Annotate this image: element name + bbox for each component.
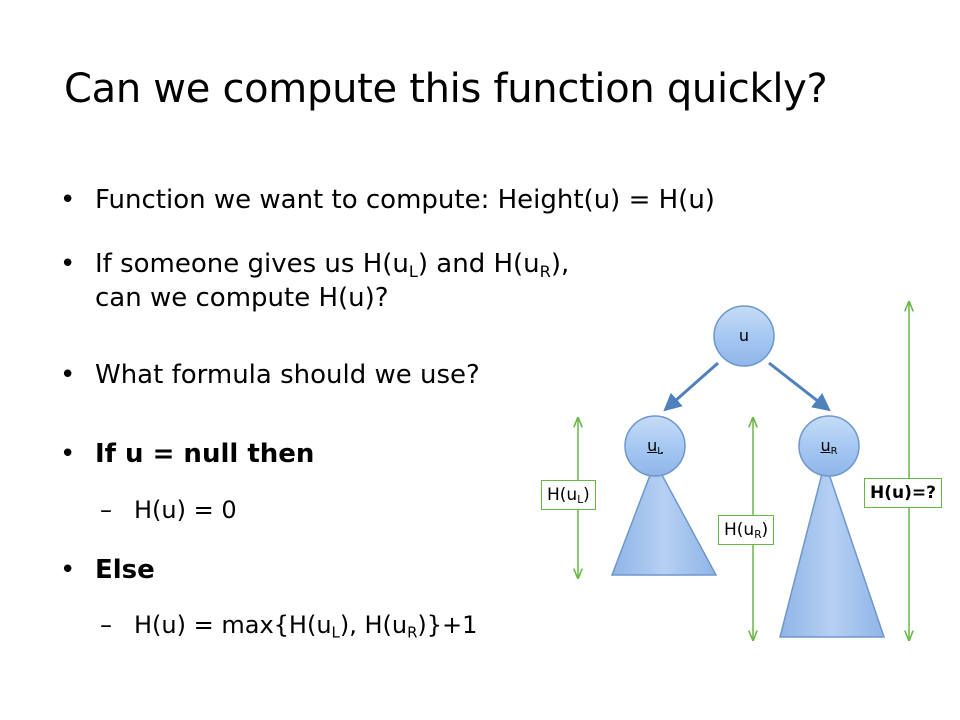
slide-title: Can we compute this function quickly?: [64, 66, 828, 112]
height-total-label: H(u)=?: [864, 478, 942, 508]
root-node: [713, 305, 775, 367]
bullet-formula-text: What formula should we use?: [95, 360, 480, 390]
bullet-function-text: Function we want to compute: Height(u) =…: [95, 185, 715, 215]
edge-root-left: [663, 361, 719, 412]
bullet-someone-gives-line2: can we compute H(u)?: [95, 283, 389, 313]
dash-marker: –: [100, 496, 112, 524]
bullet-if-null: • If u = null then: [60, 437, 314, 471]
left-child-node: [624, 415, 686, 477]
sub-bullet-h-max-text: H(u) = max{H(uL), H(uR)}+1: [134, 611, 478, 642]
bullet-else-text: Else: [95, 555, 155, 585]
bullet-dot: •: [60, 360, 76, 390]
bullet-dot: •: [60, 249, 76, 279]
bullet-someone-gives-line1: If someone gives us H(uL) and H(uR),: [95, 249, 570, 281]
bullet-else: • Else: [60, 553, 155, 587]
bullet-dot: •: [60, 555, 76, 585]
right-subtree-triangle: [779, 459, 886, 638]
bullet-formula: • What formula should we use?: [60, 358, 480, 392]
bullet-function: • Function we want to compute: Height(u)…: [60, 183, 715, 217]
root-node-label: u: [738, 326, 750, 345]
bullet-dot: •: [60, 439, 76, 469]
right-child-label: uR: [820, 436, 838, 457]
bullet-dot: •: [60, 185, 76, 215]
height-left-label: H(uL): [541, 480, 596, 510]
bullet-someone-gives: • If someone gives us H(uL) and H(uR), c…: [60, 247, 569, 315]
sub-bullet-h-zero: –H(u) = 0: [100, 494, 237, 526]
left-child-label: uL: [647, 436, 663, 457]
bullet-if-null-text: If u = null then: [95, 439, 315, 469]
edge-root-right: [768, 361, 831, 412]
left-subtree-triangle: [610, 460, 718, 576]
height-right-label: H(uR): [718, 515, 775, 545]
sub-bullet-h-max: –H(u) = max{H(uL), H(uR)}+1: [100, 609, 477, 641]
sub-bullet-h-zero-text: H(u) = 0: [134, 496, 237, 524]
dash-marker: –: [100, 611, 112, 639]
right-child-node: [798, 415, 860, 477]
